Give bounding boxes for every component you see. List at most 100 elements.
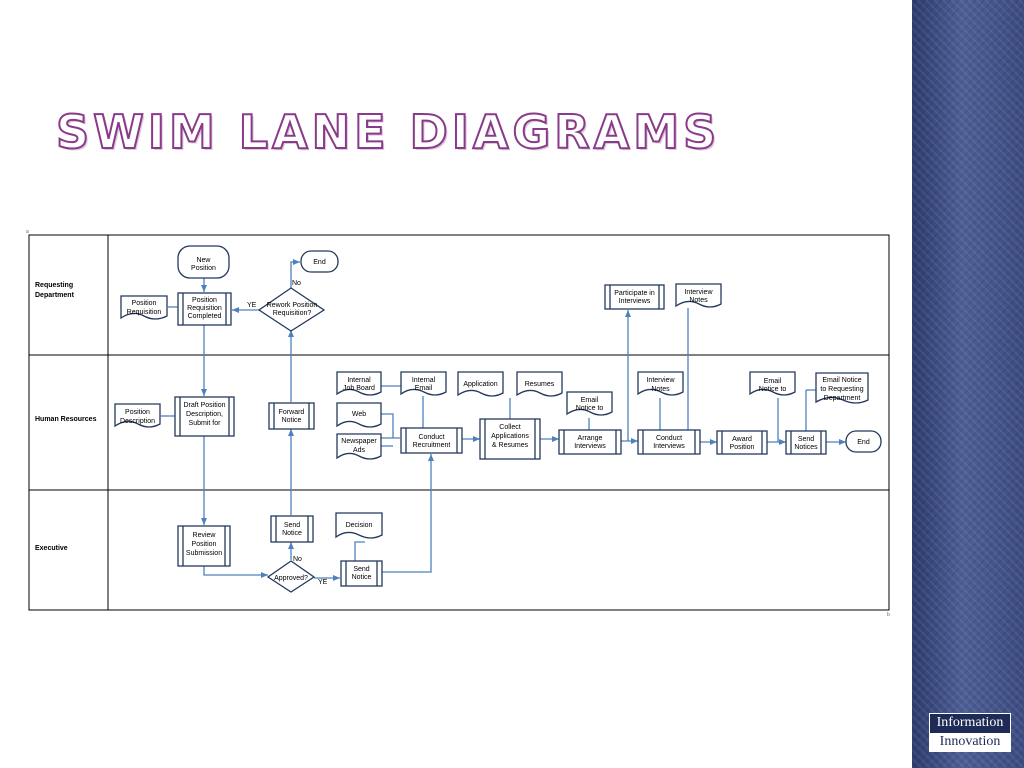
document-shape [749, 371, 796, 396]
node-line: Arrange [578, 435, 603, 442]
node-line: Position [132, 300, 157, 307]
node-line: Recruitment [413, 442, 451, 449]
node-line: Submit for [189, 420, 222, 427]
node-approved-decision: Approved? [266, 560, 316, 593]
logo: Information Innovation [929, 713, 1011, 752]
node-line: & Resumes [492, 442, 529, 449]
node-line: Requisition [127, 309, 162, 316]
edge-label: No [293, 556, 302, 563]
document-shape [815, 372, 869, 404]
edge-label: YE [318, 579, 328, 586]
process-shape [479, 418, 541, 460]
node-line: Notice to [576, 405, 604, 412]
process-shape [268, 402, 315, 430]
process-shape [177, 292, 232, 326]
lane-corner-mark: a [26, 229, 29, 235]
node-line: Conduct [656, 435, 682, 442]
edge-label: No [292, 280, 301, 287]
node-line: Interviews [574, 443, 606, 450]
node-line: Send [798, 436, 814, 443]
node-text: End [857, 439, 870, 446]
decorative-sidebar [912, 0, 1024, 768]
process-shape [174, 396, 235, 437]
document-shape [336, 371, 382, 396]
node-line: Email Notice [822, 377, 861, 384]
node-line: Requisition? [273, 310, 312, 317]
connectors [201, 259, 846, 581]
node-text: Resumes [525, 381, 555, 388]
terminator-shape [177, 245, 230, 279]
connector [381, 413, 394, 438]
connector [203, 566, 268, 578]
node-line: Draft Position [183, 402, 225, 409]
logo-line-2: Innovation [930, 732, 1010, 751]
lane-label-requesting-line: Department [35, 292, 75, 299]
node-line: New [196, 257, 211, 264]
node-text: Decision [346, 522, 373, 529]
node-text: Web [352, 411, 366, 418]
node-line: Position [192, 541, 217, 548]
node-line: Interviews [653, 443, 685, 450]
lane-corner-mark-2: b [887, 612, 890, 618]
node-line: Email [581, 397, 599, 404]
document-shape [336, 402, 382, 428]
node-line: Review [193, 532, 217, 539]
node-text: End [313, 259, 326, 266]
node-line: Requisition [187, 305, 222, 312]
node-line: Email [415, 385, 433, 392]
node-line: Interviews [619, 298, 651, 305]
document-shape [114, 403, 161, 428]
node-application: Application [457, 371, 504, 397]
node-line: Forward [279, 409, 305, 416]
node-line: Ads [353, 447, 366, 454]
node-line: to Requesting [820, 386, 863, 393]
node-line: Submission [186, 550, 222, 557]
node-line: Rework Position [267, 302, 318, 309]
process-shape [340, 560, 383, 587]
process-shape [558, 429, 622, 455]
node-line: Internal [412, 377, 436, 384]
node-line: Send [353, 566, 369, 573]
document-shape [516, 371, 563, 397]
node-line: Award [732, 436, 752, 443]
node-line: Internal [347, 377, 371, 384]
node-line: Position [125, 409, 150, 416]
node-line: Department [824, 395, 861, 402]
node-line: Newspaper [341, 438, 377, 445]
node-line: Position [192, 297, 217, 304]
node-resumes: Resumes [516, 371, 563, 397]
node-line: Email [764, 378, 782, 385]
node-end-top: End [300, 250, 339, 273]
